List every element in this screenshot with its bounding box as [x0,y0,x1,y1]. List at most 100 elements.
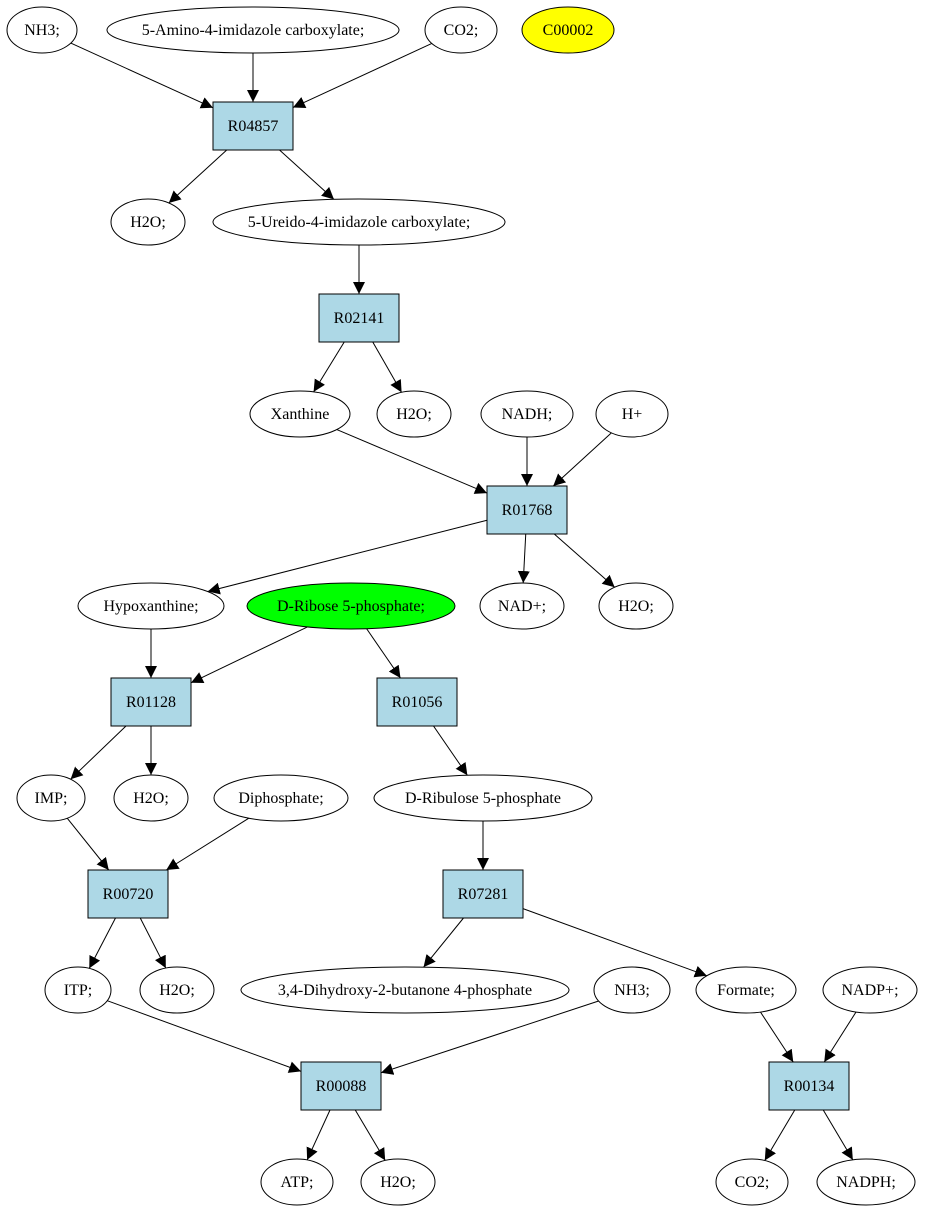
compound-ellipse [249,390,351,438]
compound-node-co2[interactable]: CO2; [715,1158,789,1206]
compound-node-h2o[interactable]: H2O; [110,198,186,246]
compound-node-xanthine[interactable]: Xanthine [249,390,351,438]
compound-ellipse [110,198,186,246]
edge-r2-to-c7 [313,341,345,393]
compound-ellipse [212,198,506,246]
compound-label: H2O; [380,1174,416,1191]
compound-node-d-ribulose-5-phosphate[interactable]: D-Ribulose 5-phosphate [373,774,593,822]
compound-label: 5-Amino-4-imidazole carboxylate; [142,22,365,39]
compound-node-nh3[interactable]: NH3; [6,6,78,54]
edge-r1-to-c6 [279,149,335,200]
edge-c7-to-r3 [336,429,488,494]
reaction-node-r00134[interactable]: R00134 [768,1061,850,1111]
compound-node-nadph[interactable]: NADPH; [816,1158,916,1206]
compound-node-co2[interactable]: CO2; [424,6,498,54]
edge-r2-to-c8 [372,341,403,393]
edge-r3-to-c14 [553,533,615,588]
compound-ellipse [593,966,671,1014]
compound-node-5-ureido-4-imidazole-carboxylate[interactable]: 5-Ureido-4-imidazole carboxylate; [212,198,506,246]
reaction-node-r01768[interactable]: R01768 [486,485,568,535]
compound-node-hypoxanthine[interactable]: Hypoxanthine; [77,582,225,630]
edge-arrow [306,1109,331,1161]
compound-node-nh3[interactable]: NH3; [593,966,671,1014]
reaction-label: R00720 [103,886,154,903]
edge-r5-to-c18 [433,725,468,776]
reaction-node-r07281[interactable]: R07281 [442,869,524,919]
compound-ellipse [816,1158,916,1206]
reaction-label: R07281 [458,886,509,903]
edge-r7-to-c23 [522,908,708,978]
reaction-node-r01056[interactable]: R01056 [376,677,458,727]
compound-node-h[interactable]: H+ [595,390,669,438]
compound-node-nad[interactable]: NAD+; [479,582,565,630]
compound-ellipse [246,582,456,630]
compound-ellipse [260,1158,334,1206]
compound-node-atp[interactable]: ATP; [260,1158,334,1206]
edge-arrow [336,429,488,494]
edge-r4-to-c15 [70,725,127,780]
compound-node-5-amino-4-imidazole-carboxylate[interactable]: 5-Amino-4-imidazole carboxylate; [106,6,400,54]
reaction-node-r00088[interactable]: R00088 [300,1061,382,1111]
reaction-node-r00720[interactable]: R00720 [87,869,169,919]
reaction-node-r02141[interactable]: R02141 [318,293,400,343]
compound-label: NADH; [502,406,553,423]
edge-arrow [207,519,488,595]
edge-c19-to-r8 [107,1000,302,1073]
compound-node-d-ribose-5-phosphate[interactable]: D-Ribose 5-phosphate; [246,582,456,630]
edge-arrow [66,817,110,871]
compound-label: CO2; [735,1174,770,1191]
edge-arrow [517,533,530,584]
edge-arrow [553,533,615,588]
compound-node-itp[interactable]: ITP; [44,966,112,1014]
compound-node-h2o[interactable]: H2O; [360,1158,436,1206]
edge-arrow [823,1011,857,1063]
compound-ellipse [16,774,86,822]
reaction-box [300,1061,382,1111]
compound-node-imp[interactable]: IMP; [16,774,86,822]
edge-arrow [139,917,167,969]
compound-node-diphosphate[interactable]: Diphosphate; [213,774,349,822]
compound-label: Xanthine [271,406,330,423]
reaction-box [486,485,568,535]
compound-label: H2O; [133,790,169,807]
compound-node-h2o[interactable]: H2O; [376,390,452,438]
edge-r3-to-c11 [207,519,488,595]
edge-arrow [366,628,401,679]
compound-node-formate[interactable]: Formate; [695,966,797,1014]
compound-node-c00002[interactable]: C00002 [521,6,615,54]
edge-arrow [313,341,345,393]
edge-arrow [380,1000,599,1075]
reaction-label: R01768 [502,502,553,519]
edge-arrow [70,42,214,109]
compound-node-h2o[interactable]: H2O; [598,582,674,630]
compound-node-nadp[interactable]: NADP+; [822,966,918,1014]
reaction-node-r04857[interactable]: R04857 [212,101,294,151]
edge-c12-to-r4 [190,626,308,684]
compound-node-h2o[interactable]: H2O; [113,774,189,822]
edge-arrow [423,917,464,968]
compound-node-h2o[interactable]: H2O; [139,966,215,1014]
compound-label: 5-Ureido-4-imidazole carboxylate; [248,214,471,231]
compound-label: NH3; [24,22,60,39]
compound-node-nadh[interactable]: NADH; [480,390,574,438]
compound-ellipse [822,966,918,1014]
compound-label: Diphosphate; [238,790,323,807]
reaction-label: R02141 [334,310,385,327]
compound-node-3-4-dihydroxy-2-butanone-4-phosphate[interactable]: 3,4-Dihydroxy-2-butanone 4-phosphate [240,966,570,1014]
edge-r3-to-c13 [517,533,530,584]
edge-arrow [760,1011,794,1063]
reaction-node-r01128[interactable]: R01128 [110,677,192,727]
compound-ellipse [360,1158,436,1206]
compound-label: 3,4-Dihydroxy-2-butanone 4-phosphate [278,982,532,999]
compound-ellipse [521,6,615,54]
edge-r8-to-c25 [306,1109,331,1161]
compound-label: H2O; [618,598,654,615]
reaction-box [318,293,400,343]
edge-arrow [433,725,468,776]
compound-ellipse [480,390,574,438]
compound-ellipse [139,966,215,1014]
edge-c1-to-r1 [70,42,214,109]
edge-arrow [372,341,403,393]
compound-label: D-Ribose 5-phosphate; [277,598,425,615]
compound-ellipse [715,1158,789,1206]
